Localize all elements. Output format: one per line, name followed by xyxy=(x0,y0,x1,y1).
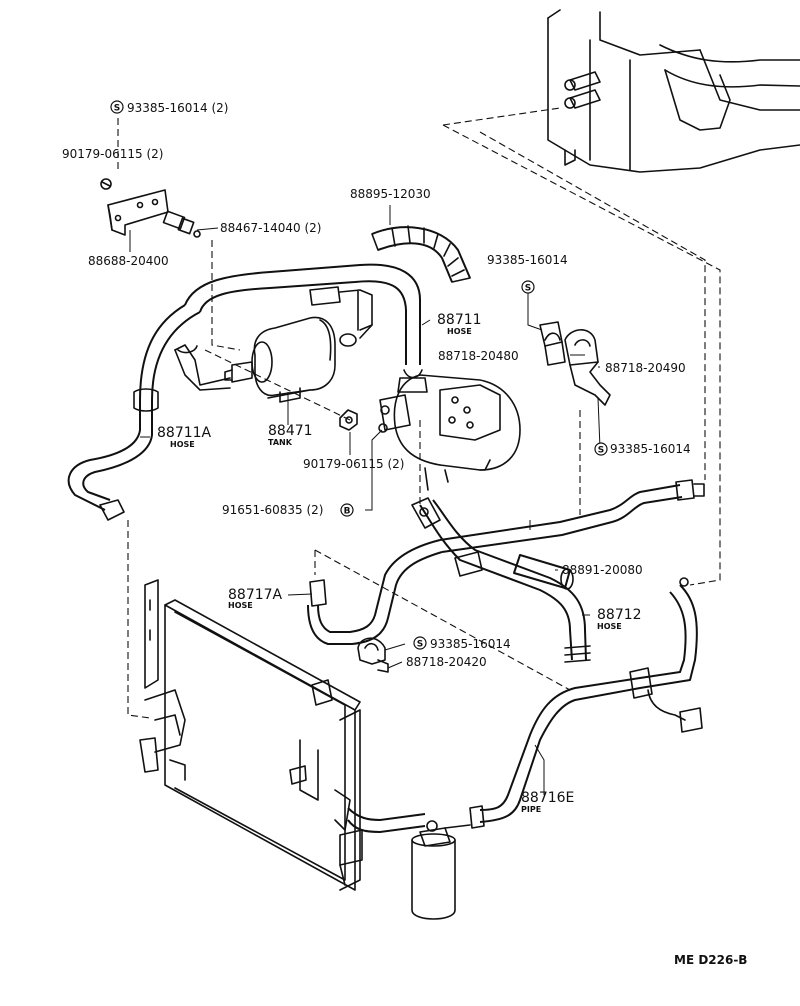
s-symbol-mid: S xyxy=(521,280,535,294)
s-symbol-right: S xyxy=(594,442,608,456)
label-88711: 88711 xyxy=(437,312,482,328)
nut-90179-mid xyxy=(339,409,358,431)
label-88712: 88712 xyxy=(597,607,642,623)
s-symbol-top: S xyxy=(110,100,124,114)
label-88711a-hose: HOSE xyxy=(170,440,195,449)
label-93385-16014-right: 93385-16014 xyxy=(610,442,691,456)
hose-88711a xyxy=(67,304,231,521)
leader-lines xyxy=(129,205,601,795)
label-88712-hose: HOSE xyxy=(597,622,622,631)
label-88711a: 88711A xyxy=(157,425,212,441)
svg-text:S: S xyxy=(114,104,120,114)
label-88471-tank: TANK xyxy=(268,438,293,447)
compressor xyxy=(378,374,521,491)
cooling-unit-housing xyxy=(547,9,800,173)
label-90179-06115-top: 90179-06115 (2) xyxy=(62,147,164,161)
pipe-to-unit xyxy=(439,479,705,553)
hose-insulator-88895 xyxy=(371,225,471,283)
hose-88717a xyxy=(307,539,443,645)
label-88717a-hose: HOSE xyxy=(228,601,253,610)
b-symbol: B xyxy=(340,503,354,517)
label-88718-20480: 88718-20480 xyxy=(438,349,519,363)
label-90179-06115-mid: 90179-06115 (2) xyxy=(303,457,405,471)
svg-text:S: S xyxy=(598,446,604,456)
diagram-code: ME D226-B xyxy=(674,953,747,967)
clamp-88718-20480 xyxy=(539,321,566,366)
receiver-tank-88471 xyxy=(224,316,336,403)
label-91651-60835: 91651-60835 (2) xyxy=(222,503,324,517)
pipe-88716e xyxy=(469,577,703,829)
pressure-switch-88467 xyxy=(162,210,201,238)
label-88718-20420: 88718-20420 xyxy=(406,655,487,669)
label-88718-20490: 88718-20490 xyxy=(605,361,686,375)
label-88716e: 88716E xyxy=(521,790,574,806)
label-88717a: 88717A xyxy=(228,587,283,603)
label-88471: 88471 xyxy=(268,423,313,439)
label-93385-16014-top: 93385-16014 (2) xyxy=(127,101,229,115)
s-symbol-low: S xyxy=(413,636,427,650)
svg-text:B: B xyxy=(344,507,351,517)
bracket-88688 xyxy=(100,178,169,236)
insulator-88891 xyxy=(513,554,574,590)
svg-text:S: S xyxy=(525,284,531,294)
label-88891-20080: 88891-20080 xyxy=(562,563,643,577)
label-93385-16014-mid: 93385-16014 xyxy=(487,253,568,267)
label-88895-12030: 88895-12030 xyxy=(350,187,431,201)
receiver-drier xyxy=(411,820,471,920)
condenser-outlet-pipe xyxy=(347,807,426,833)
label-93385-16014-low: 93385-16014 xyxy=(430,637,511,651)
clamp-88718-20490 xyxy=(564,329,611,406)
label-88711-hose: HOSE xyxy=(447,327,472,336)
label-88716e-pipe: PIPE xyxy=(521,805,541,814)
hose-88711 xyxy=(184,263,428,393)
svg-text:S: S xyxy=(417,640,423,650)
dashed-guides xyxy=(117,107,721,719)
label-88688-20400: 88688-20400 xyxy=(88,254,169,268)
label-88467-14040: 88467-14040 (2) xyxy=(220,221,322,235)
condenser xyxy=(139,579,363,891)
